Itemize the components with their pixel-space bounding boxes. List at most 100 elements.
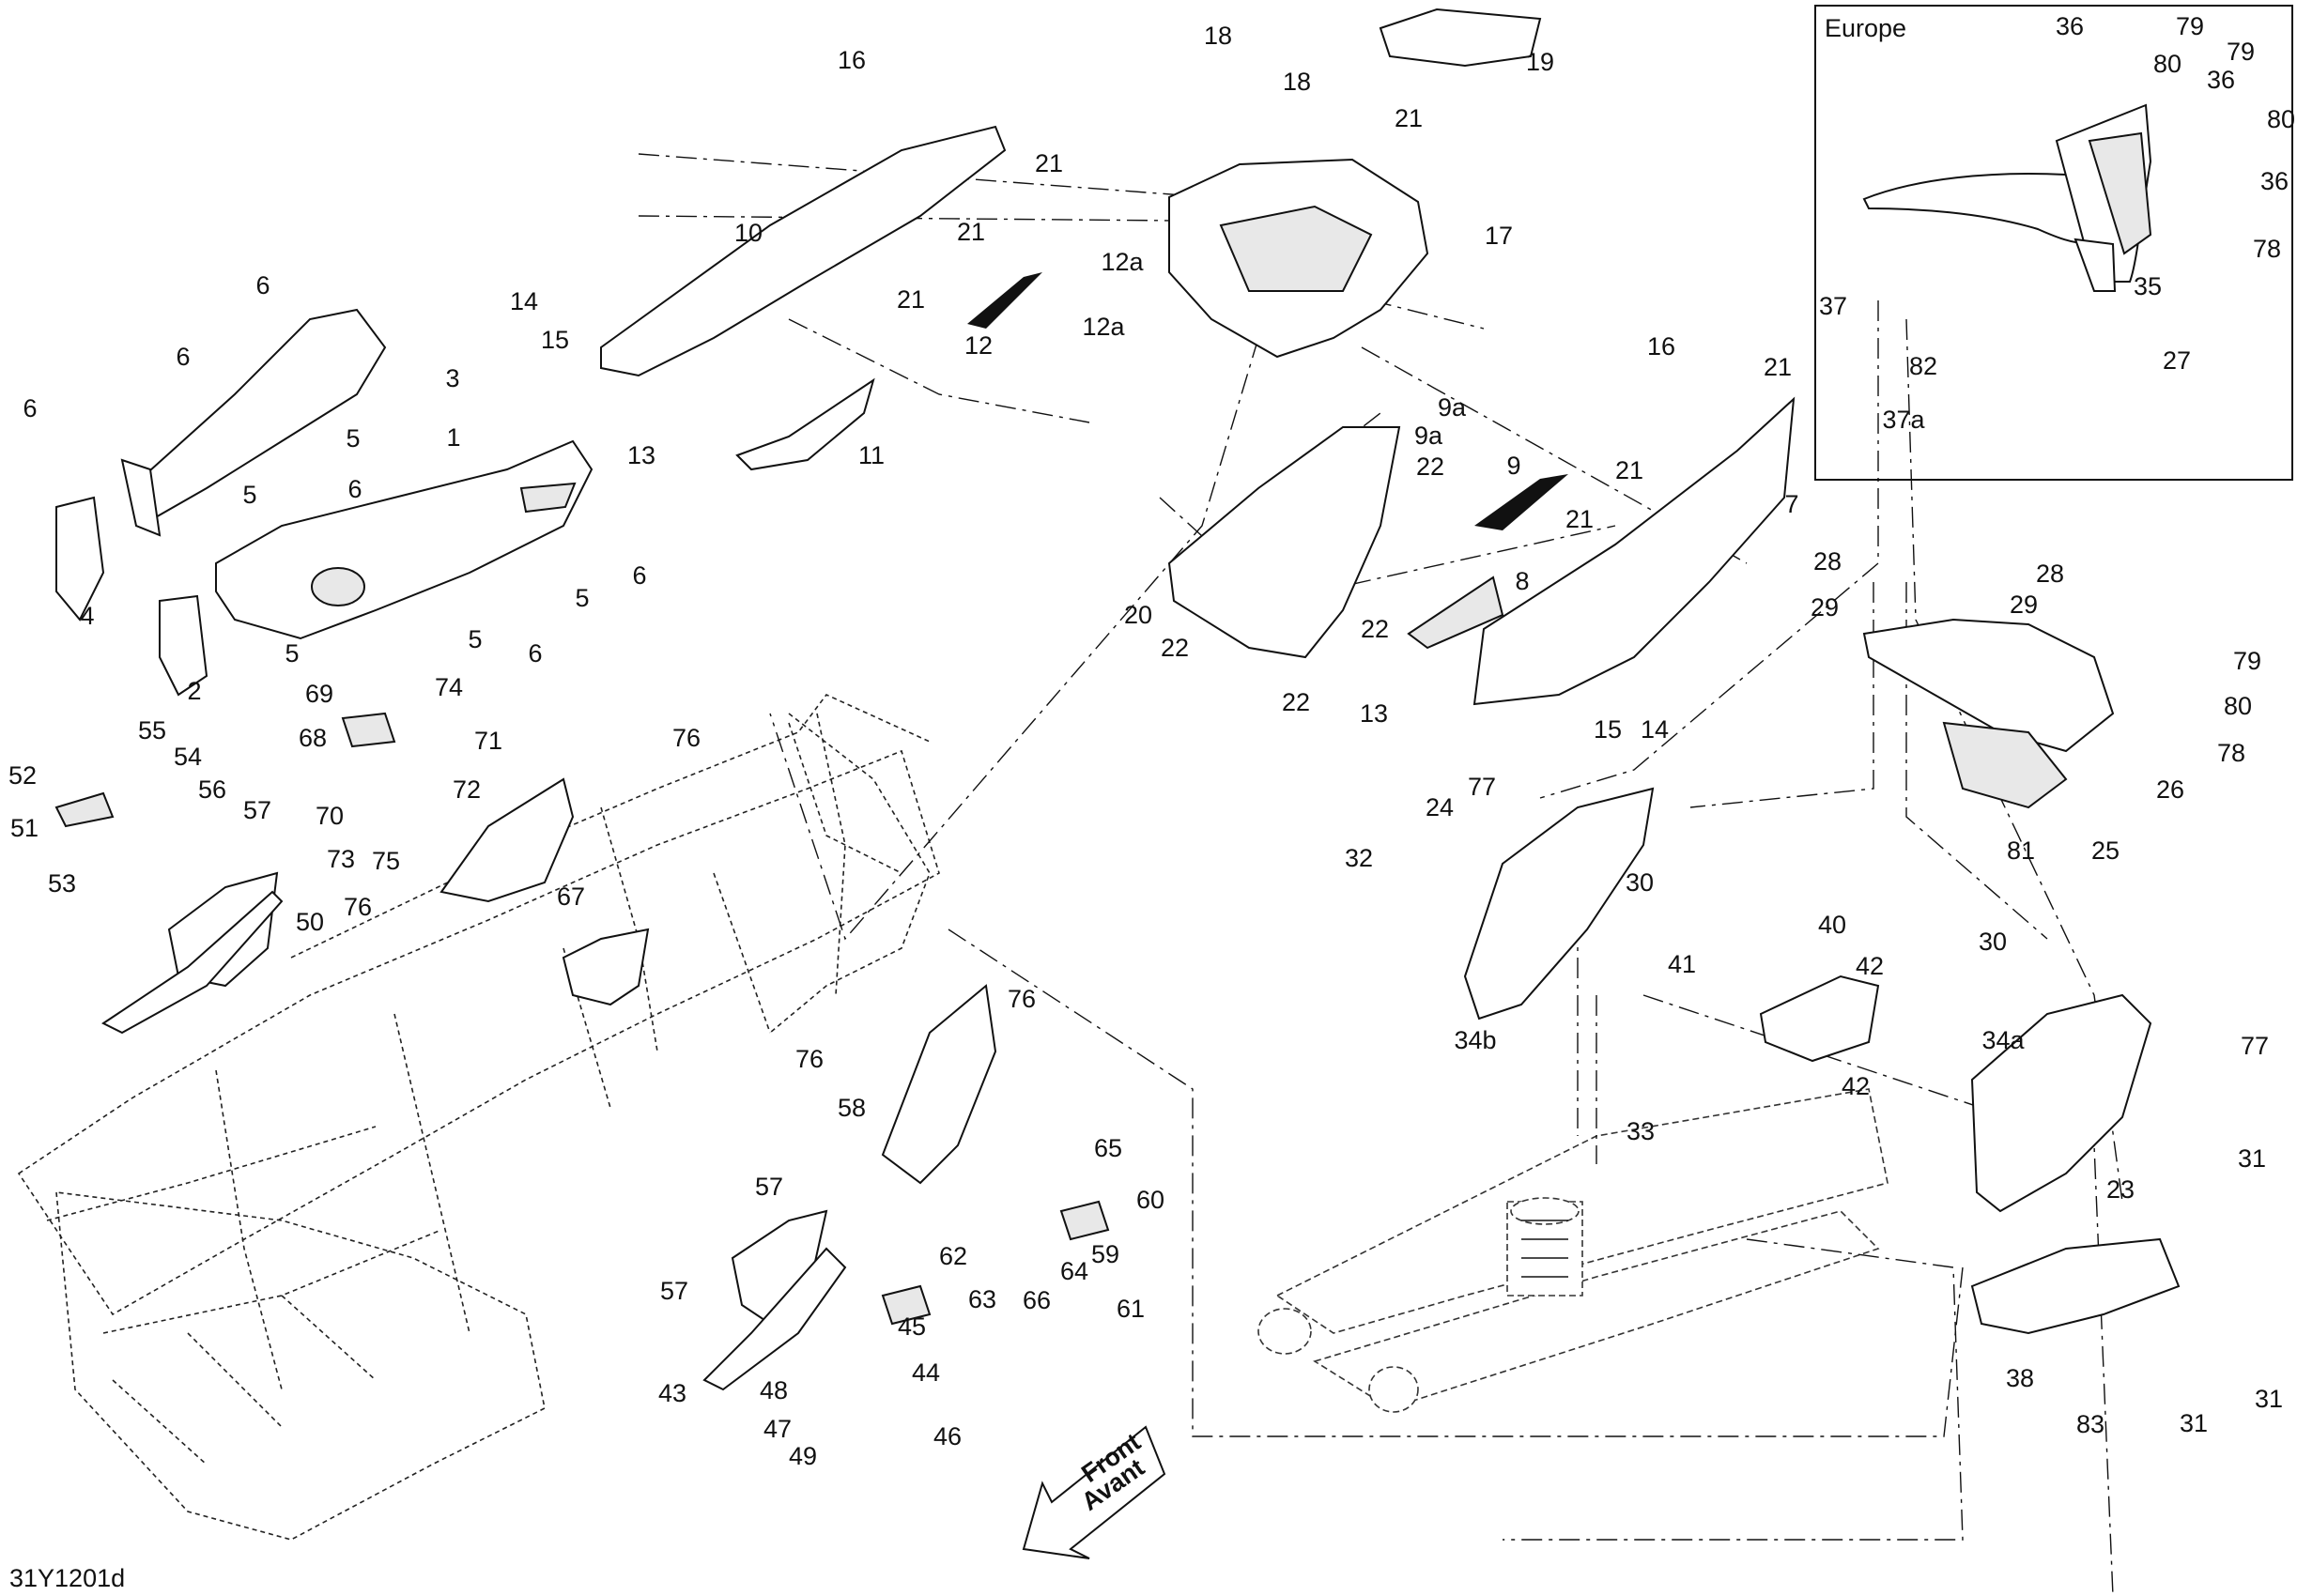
callout-76: 76 — [1008, 985, 1036, 1013]
rear-tail — [1168, 8, 1542, 359]
callout-30: 30 — [1626, 868, 1654, 897]
callout-77: 77 — [1468, 773, 1496, 801]
callout-6: 6 — [632, 561, 646, 590]
callout-42: 42 — [1856, 952, 1884, 980]
callout-83: 83 — [2076, 1410, 2104, 1438]
callout-63: 63 — [968, 1285, 996, 1313]
callout-14: 14 — [1641, 715, 1669, 744]
callout-19: 19 — [1526, 48, 1554, 76]
callout-3: 3 — [445, 364, 459, 392]
callout-9: 9 — [1506, 452, 1520, 480]
callout-72: 72 — [453, 775, 481, 804]
callout-14: 14 — [510, 287, 538, 315]
footrests — [54, 712, 1110, 1391]
callout-31: 31 — [2238, 1144, 2266, 1173]
callout-18: 18 — [1204, 22, 1232, 50]
callout-23: 23 — [2106, 1175, 2135, 1204]
callout-35: 35 — [2134, 272, 2162, 300]
callout-62: 62 — [939, 1242, 967, 1270]
callout-47: 47 — [763, 1415, 792, 1443]
callout-2: 2 — [187, 677, 201, 705]
callout-38: 38 — [2006, 1364, 2034, 1392]
callout-22: 22 — [1361, 615, 1389, 643]
callout-4: 4 — [80, 602, 94, 630]
callout-41: 41 — [1668, 950, 1696, 978]
callout-69: 69 — [305, 680, 333, 708]
callout-29: 29 — [1811, 593, 1839, 622]
callout-5: 5 — [285, 639, 299, 668]
callout-9a: 9a — [1414, 422, 1443, 450]
callout-10: 10 — [734, 219, 763, 247]
callout-78: 78 — [2217, 739, 2245, 767]
callout-67: 67 — [557, 882, 585, 911]
rear-fenders — [1463, 618, 2181, 1335]
drawing-code: 31Y1201d — [9, 1564, 125, 1592]
inset-title: Europe — [1825, 14, 1906, 42]
callout-71: 71 — [474, 727, 502, 755]
callout-13: 13 — [627, 441, 655, 469]
callout-9a: 9a — [1438, 393, 1467, 422]
callout-52: 52 — [8, 761, 37, 790]
callout-76: 76 — [672, 724, 701, 752]
callout-16: 16 — [1647, 332, 1675, 361]
callout-5: 5 — [468, 625, 482, 653]
callout-43: 43 — [658, 1379, 686, 1407]
callout-32: 32 — [1345, 844, 1373, 872]
callout-79: 79 — [2176, 12, 2204, 40]
callout-44: 44 — [912, 1358, 940, 1387]
callout-80: 80 — [2153, 50, 2181, 78]
callout-45: 45 — [898, 1312, 926, 1341]
callout-59: 59 — [1091, 1240, 1119, 1268]
callout-66: 66 — [1023, 1286, 1051, 1314]
callout-49: 49 — [789, 1442, 817, 1470]
callout-80: 80 — [2224, 692, 2252, 720]
callout-28: 28 — [1813, 547, 1842, 575]
callout-65: 65 — [1094, 1134, 1122, 1162]
callout-34b: 34b — [1454, 1026, 1496, 1054]
callout-57: 57 — [755, 1173, 783, 1201]
callout-56: 56 — [198, 775, 226, 804]
callout-80: 80 — [2267, 105, 2295, 133]
callout-6: 6 — [347, 475, 362, 503]
callout-61: 61 — [1117, 1295, 1145, 1323]
callout-42: 42 — [1842, 1072, 1870, 1100]
callout-20: 20 — [1124, 601, 1152, 629]
callout-33: 33 — [1626, 1117, 1655, 1145]
grilles — [967, 272, 1568, 530]
callout-12a: 12a — [1082, 313, 1125, 341]
callout-15: 15 — [541, 326, 569, 354]
callout-6: 6 — [255, 271, 270, 299]
callout-68: 68 — [299, 724, 327, 752]
callout-22: 22 — [1416, 453, 1444, 481]
callout-16: 16 — [838, 46, 866, 74]
callout-48: 48 — [760, 1376, 788, 1404]
front-arrow: Front Avant — [1022, 1425, 1166, 1559]
callout-13: 13 — [1360, 699, 1388, 728]
vehicle-frame — [17, 694, 940, 1541]
callout-21: 21 — [957, 218, 985, 246]
callout-6: 6 — [176, 343, 190, 371]
callout-34a: 34a — [1981, 1026, 2025, 1054]
callout-70: 70 — [316, 802, 344, 830]
callout-21: 21 — [1764, 353, 1792, 381]
callout-6: 6 — [528, 639, 542, 668]
callout-21: 21 — [1395, 104, 1423, 132]
europe-inset: Europe — [1814, 5, 2293, 481]
callout-6: 6 — [23, 394, 37, 422]
callout-57: 57 — [243, 796, 271, 824]
callout-60: 60 — [1136, 1186, 1164, 1214]
callout-40: 40 — [1818, 911, 1846, 939]
callout-77: 77 — [2241, 1032, 2269, 1060]
callout-50: 50 — [296, 908, 324, 936]
callout-36: 36 — [2056, 12, 2084, 40]
callout-79: 79 — [2227, 38, 2255, 66]
callout-5: 5 — [242, 481, 256, 509]
callout-5: 5 — [575, 584, 589, 612]
callout-36: 36 — [2207, 66, 2235, 94]
callout-53: 53 — [48, 869, 76, 898]
callout-27: 27 — [2163, 346, 2191, 375]
callout-11: 11 — [858, 441, 885, 469]
callout-26: 26 — [2156, 775, 2184, 804]
callout-37: 37 — [1819, 292, 1847, 320]
